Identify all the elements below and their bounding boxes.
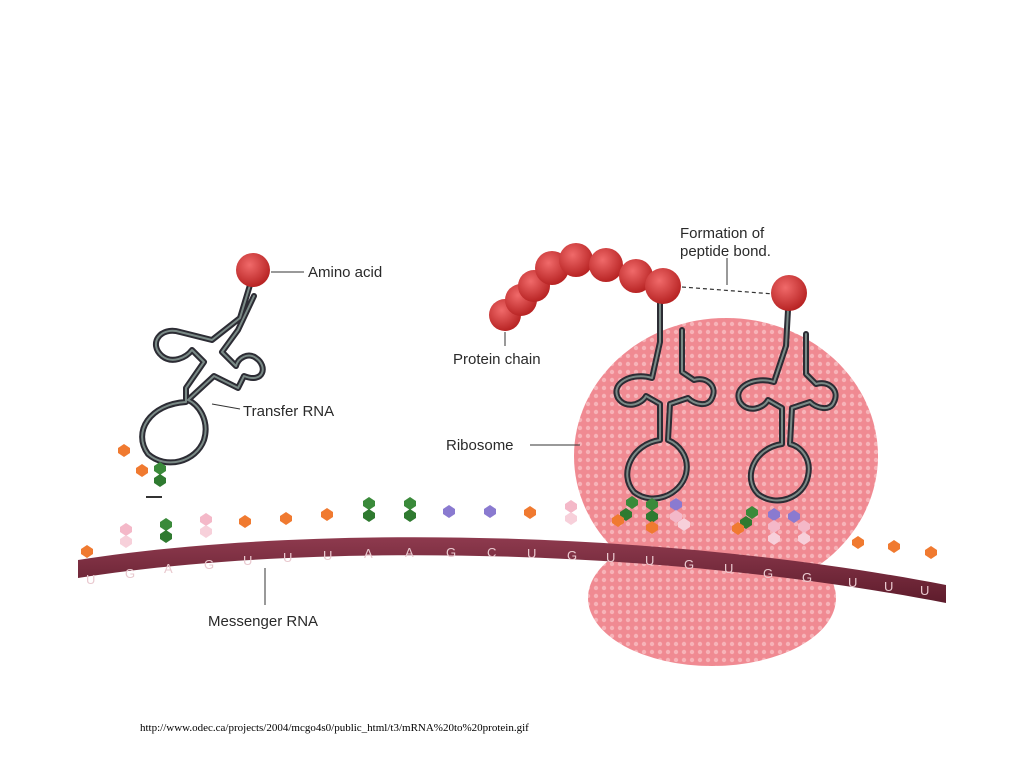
mrna-base: G xyxy=(446,545,456,560)
docked-transfer-rna-right xyxy=(732,307,839,545)
nucleotide-green xyxy=(160,518,172,531)
nucleotide-pink xyxy=(200,513,212,526)
anticodon-green xyxy=(626,496,638,509)
nucleotide-orange xyxy=(280,512,292,525)
nucleotide-orange xyxy=(81,545,93,558)
source-url: http://www.odec.ca/projects/2004/mcgo4s0… xyxy=(140,722,529,734)
anticodon-pink xyxy=(768,532,780,545)
protein-chain-amino-acid xyxy=(589,248,623,282)
transfer-rna-label: Transfer RNA xyxy=(243,403,334,420)
mrna-base: U xyxy=(724,561,733,576)
messenger-rna-label: Messenger RNA xyxy=(208,613,318,630)
nucleotide-pink xyxy=(120,535,132,548)
messenger-rna-strand xyxy=(78,537,946,603)
transfer-rna-leader xyxy=(211,403,241,410)
nucleotide-pink xyxy=(565,512,577,525)
anticodon-pink xyxy=(678,518,690,531)
peptide-bond-dashed-line xyxy=(681,286,775,295)
nucleotide-orange xyxy=(925,546,937,559)
nucleotide-orange xyxy=(852,536,864,549)
protein-chain-amino-acid xyxy=(619,259,653,293)
anticodon-orange xyxy=(118,444,130,457)
mrna-base: G xyxy=(802,570,812,585)
anticodon-pink xyxy=(798,532,810,545)
mrna-bases: U G A G U U U A A G C U G U U G U G G U … xyxy=(86,545,929,598)
anticodon-green xyxy=(154,462,166,475)
protein-chain-amino-acid xyxy=(559,243,593,277)
mrna-base: U xyxy=(86,572,95,587)
mrna-base: G xyxy=(763,566,773,581)
anticodon-green xyxy=(746,506,758,519)
nucleotide-green xyxy=(160,530,172,543)
protein-chain xyxy=(489,243,681,331)
anticodon-purple xyxy=(768,508,780,521)
nucleotide-pink xyxy=(200,525,212,538)
anticodon-pink xyxy=(768,520,780,533)
anticodon-purple xyxy=(788,510,800,523)
nucleotide-green xyxy=(363,509,375,522)
ribosome-label: Ribosome xyxy=(446,437,514,454)
anticodon-orange xyxy=(646,521,658,534)
mrna-base: U xyxy=(884,579,893,594)
mrna-base: G xyxy=(204,557,214,572)
mrna-base: U xyxy=(848,575,857,590)
anticodon-orange xyxy=(136,464,148,477)
anticodon-purple xyxy=(670,498,682,511)
mrna-base: U xyxy=(606,550,615,565)
nucleotide-purple xyxy=(443,505,455,518)
nucleotide-orange xyxy=(888,540,900,553)
mrna-base: A xyxy=(405,545,414,560)
nucleotide-pink xyxy=(120,523,132,536)
mrna-base: G xyxy=(125,566,135,581)
nucleotide-pink xyxy=(565,500,577,513)
nucleotide-green xyxy=(404,509,416,522)
formation-label-line1: Formation of xyxy=(680,225,765,242)
anticodon-orange xyxy=(732,522,744,535)
nucleotide-purple xyxy=(484,505,496,518)
nucleotide-markers xyxy=(81,497,937,559)
anticodon-pink xyxy=(798,520,810,533)
mrna-base: G xyxy=(684,557,694,572)
amino-acid-label: Amino acid xyxy=(308,264,382,281)
nucleotide-green xyxy=(363,497,375,510)
mrna-base: U xyxy=(645,553,654,568)
nucleotide-orange xyxy=(239,515,251,528)
anticodon-green xyxy=(646,498,658,511)
nucleotide-orange xyxy=(524,506,536,519)
protein-chain-amino-acid xyxy=(645,268,681,304)
anticodon-orange xyxy=(612,514,624,527)
free-transfer-rna xyxy=(118,253,270,498)
mrna-base: A xyxy=(164,561,173,576)
nucleotide-orange xyxy=(321,508,333,521)
mrna-base: U xyxy=(920,583,929,598)
amino-acid-incoming xyxy=(771,275,807,311)
mrna-base: A xyxy=(364,546,373,561)
protein-chain-label: Protein chain xyxy=(453,351,541,368)
amino-acid-free xyxy=(236,253,270,287)
anticodon-green xyxy=(154,474,166,487)
mrna-base: U xyxy=(243,553,252,568)
mrna-base: G xyxy=(567,548,577,563)
mrna-base: U xyxy=(527,546,536,561)
anticodon-pink xyxy=(670,510,682,523)
nucleotide-green xyxy=(404,497,416,510)
docked-transfer-rna-left xyxy=(612,299,717,534)
ribosome xyxy=(574,318,878,666)
mrna-base: C xyxy=(487,545,496,560)
mrna-base: U xyxy=(323,548,332,563)
formation-label-line2: peptide bond. xyxy=(680,243,771,260)
anticodon-green xyxy=(646,510,658,523)
mrna-base: U xyxy=(283,550,292,565)
